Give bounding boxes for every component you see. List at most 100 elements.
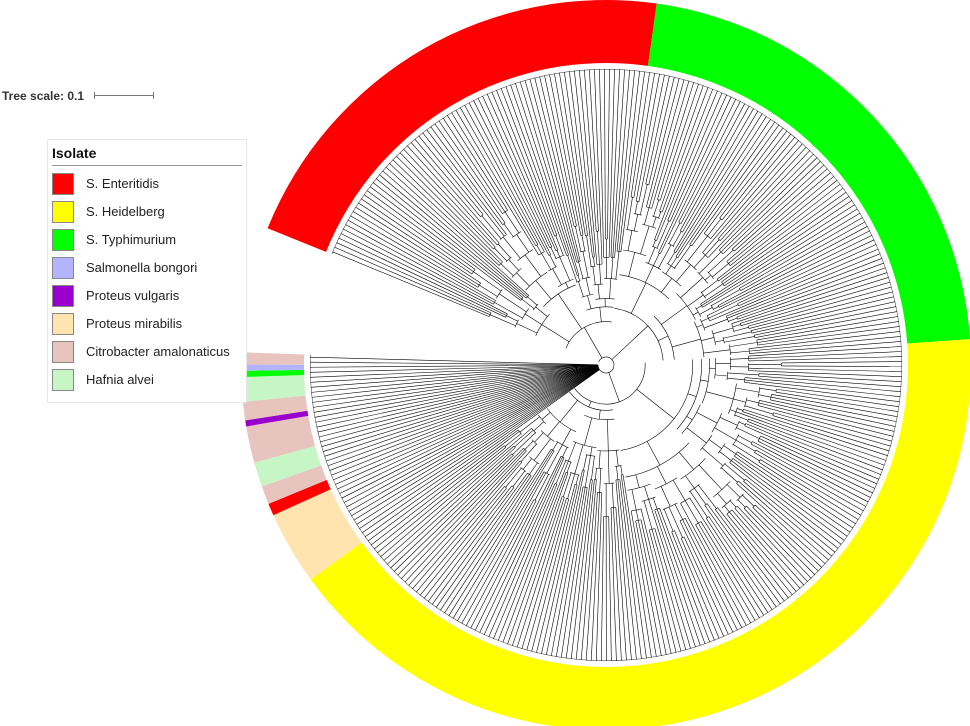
- internal-branch: [759, 387, 777, 392]
- tip-branch: [708, 516, 773, 611]
- internal-branch: [489, 314, 516, 327]
- tip-branch: [332, 251, 490, 317]
- internal-branch: [500, 263, 514, 277]
- tip-branch: [352, 211, 479, 288]
- tip-branch: [347, 219, 495, 303]
- tip-branch: [345, 224, 494, 305]
- tip-branch: [758, 402, 894, 437]
- tip-branch: [732, 458, 845, 541]
- clade-arc: [700, 291, 706, 299]
- tip-branch: [758, 405, 893, 442]
- tip-branch: [735, 453, 851, 533]
- tip-branch: [410, 142, 500, 244]
- clade-arc: [654, 239, 657, 241]
- tip-branch: [510, 84, 569, 256]
- internal-branch: [527, 296, 538, 306]
- internal-branch: [684, 500, 699, 524]
- tip-branch: [717, 507, 789, 599]
- internal-branch: [699, 307, 713, 315]
- clade-arc: [521, 308, 529, 320]
- internal-branch: [519, 416, 540, 433]
- tip-branch: [569, 71, 593, 258]
- tip-branch: [310, 356, 599, 366]
- tip-branch: [353, 368, 600, 521]
- tip-branch: [695, 524, 752, 624]
- tip-branch: [754, 306, 897, 336]
- internal-branch: [590, 446, 593, 456]
- legend-title: Isolate: [52, 145, 242, 166]
- internal-branch: [732, 324, 741, 328]
- tip-branch: [565, 479, 591, 659]
- ring-segment: [268, 479, 331, 516]
- tip-branch: [773, 412, 891, 447]
- clade-arc: [716, 278, 719, 282]
- tip-branch: [654, 88, 714, 240]
- internal-branch: [514, 429, 534, 448]
- tip-branch: [529, 78, 579, 262]
- tip-branch: [580, 479, 597, 660]
- tip-branch: [316, 366, 599, 428]
- legend-label: Salmonella bongori: [86, 260, 198, 275]
- clade-arc: [710, 304, 715, 311]
- clade-arc: [527, 472, 532, 476]
- tree-scale-bar: [94, 91, 155, 101]
- tip-branch: [310, 364, 599, 368]
- internal-branch: [687, 294, 704, 307]
- tip-branch: [355, 206, 480, 286]
- internal-branch: [635, 474, 640, 488]
- tip-branch: [680, 503, 747, 626]
- internal-branch: [652, 217, 657, 228]
- tip-branch: [633, 72, 655, 198]
- clade-arc: [502, 209, 508, 214]
- internal-branch: [578, 261, 584, 279]
- clade-arc: [583, 486, 588, 488]
- tip-branch: [457, 471, 545, 622]
- tip-branch: [610, 69, 620, 258]
- tip-branch: [600, 516, 604, 661]
- internal-branch: [584, 327, 603, 359]
- internal-branch: [686, 235, 708, 263]
- internal-branch: [713, 306, 719, 310]
- tip-branch: [488, 483, 556, 637]
- tip-branch: [675, 113, 763, 253]
- clade-arc: [726, 509, 733, 515]
- legend-swatch: [52, 340, 74, 363]
- tip-branch: [719, 130, 788, 219]
- clade-arc: [574, 362, 646, 405]
- internal-branch: [633, 214, 638, 231]
- internal-branch: [546, 444, 563, 474]
- internal-branch: [685, 475, 695, 489]
- tip-branch: [618, 70, 640, 252]
- tip-branch: [671, 531, 715, 641]
- internal-branch: [734, 414, 749, 421]
- tip-branch: [679, 520, 734, 633]
- clade-arc: [493, 300, 496, 305]
- clade-arc: [554, 483, 558, 485]
- tip-branch: [414, 138, 481, 217]
- internal-branch: [494, 302, 523, 319]
- tip-branch: [512, 496, 563, 646]
- internal-branch: [620, 465, 623, 475]
- tip-branch: [638, 520, 667, 655]
- tip-branch: [707, 150, 811, 258]
- tip-branch: [770, 399, 896, 427]
- internal-branch: [724, 336, 755, 343]
- tip-branch: [752, 441, 869, 503]
- internal-branch: [541, 412, 551, 420]
- clade-arc: [511, 268, 522, 278]
- tip-branch: [311, 365, 599, 398]
- clade-arc: [625, 442, 690, 478]
- internal-branch: [714, 427, 737, 441]
- clade-arc: [704, 233, 711, 239]
- internal-branch: [653, 253, 660, 266]
- legend-label: Hafnia alvei: [86, 372, 154, 387]
- clade-arc: [597, 449, 620, 452]
- clade-arc: [711, 330, 716, 345]
- internal-branch: [599, 307, 602, 322]
- legend-label: S. Enteritidis: [86, 176, 159, 191]
- clade-arc: [658, 252, 661, 254]
- tip-branch: [669, 94, 727, 222]
- internal-branch: [724, 463, 745, 481]
- internal-branch: [723, 505, 730, 513]
- internal-branch: [657, 466, 667, 485]
